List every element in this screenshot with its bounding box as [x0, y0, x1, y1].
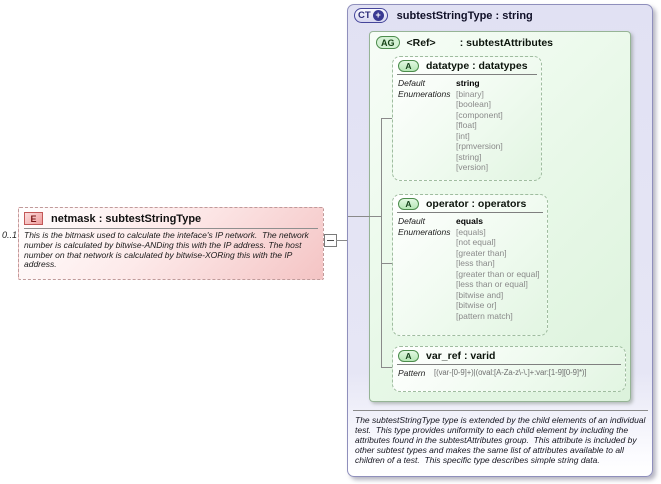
- attribute-box-datatype[interactable]: A datatype : datatypes Default string En…: [392, 56, 542, 181]
- property-row-enumerations: Enumerations [equals] [not equal] [great…: [398, 227, 542, 322]
- element-box-netmask[interactable]: E netmask : subtestStringType This is th…: [18, 207, 324, 280]
- enumeration-item: [bitwise or]: [456, 300, 497, 310]
- divider: [397, 212, 543, 213]
- enumeration-item: [boolean]: [456, 99, 491, 109]
- enumeration-item: [bitwise and]: [456, 289, 504, 300]
- attribute-properties: Pattern [(var-[0-9]+)|(oval:[A-Za-z\-\.]…: [393, 367, 625, 380]
- attribute-name: datatype : datatypes: [426, 60, 528, 72]
- enumeration-list: [binary] [boolean] [component] [float] […: [456, 89, 503, 173]
- property-row-default: Default string: [398, 78, 536, 89]
- element-title: netmask : subtestStringType: [51, 212, 202, 225]
- attribute-header: A datatype : datatypes: [393, 57, 541, 73]
- collapse-minus-icon: [327, 240, 334, 241]
- connector-line: [336, 240, 347, 241]
- complextype-box[interactable]: CT + subtestStringType : string AG <Ref>…: [347, 4, 653, 477]
- element-badge-icon: E: [24, 212, 43, 225]
- divider: [24, 228, 318, 229]
- enumeration-item: [greater than or equal]: [456, 268, 540, 279]
- connector-line: [381, 263, 392, 264]
- attribute-box-operator[interactable]: A operator : operators Default equals En…: [392, 194, 548, 336]
- attribute-header: A var_ref : varid: [393, 347, 625, 363]
- attribute-badge-icon: A: [398, 350, 419, 362]
- enumeration-item: [int]: [456, 130, 470, 141]
- default-value: string: [456, 78, 480, 88]
- property-row-default: Default equals: [398, 216, 542, 227]
- element-description: This is the bitmask used to calculate th…: [24, 230, 312, 270]
- divider: [397, 364, 621, 365]
- expand-plus-icon: +: [372, 10, 384, 21]
- property-row-pattern: Pattern [(var-[0-9]+)|(oval:[A-Za-z\-\.]…: [398, 368, 620, 379]
- property-label: Enumerations: [398, 88, 451, 99]
- attribute-group-title: : subtestAttributes: [459, 36, 554, 49]
- enumeration-item: [component]: [456, 109, 503, 120]
- enumeration-item: [not equal]: [456, 237, 496, 247]
- attribute-badge-icon: A: [398, 60, 419, 72]
- element-header: E netmask : subtestStringType: [24, 211, 318, 226]
- type-annotation: The subtestStringType type is extended b…: [355, 415, 648, 465]
- enumeration-item: [less than]: [456, 258, 495, 268]
- enumeration-item: [float]: [456, 120, 477, 130]
- divider: [397, 74, 537, 75]
- enumeration-item: [string]: [456, 151, 482, 162]
- attribute-properties: Default string Enumerations [binary] [bo…: [393, 77, 541, 174]
- connector-line: [381, 118, 392, 119]
- complextype-badge-label: CT: [358, 10, 371, 21]
- enumeration-list: [equals] [not equal] [greater than] [les…: [456, 227, 540, 322]
- divider: [353, 410, 648, 411]
- attribute-group-ref: <Ref>: [406, 36, 436, 49]
- connector-line: [348, 216, 381, 217]
- attribute-group-header: AG <Ref> : subtestAttributes: [376, 36, 553, 49]
- cardinality-label: 0..1: [2, 230, 18, 240]
- attribute-header: A operator : operators: [393, 195, 547, 211]
- property-row-enumerations: Enumerations [binary] [boolean] [compone…: [398, 89, 536, 173]
- property-label: Default: [398, 78, 425, 88]
- enumeration-item: [greater than]: [456, 247, 507, 258]
- enumeration-item: [pattern match]: [456, 310, 513, 321]
- property-label: Default: [398, 216, 425, 226]
- attribute-badge-icon: A: [398, 198, 419, 210]
- connector-line: [381, 118, 382, 368]
- attribute-box-var-ref[interactable]: A var_ref : varid Pattern [(var-[0-9]+)|…: [392, 346, 626, 392]
- attribute-name: operator : operators: [426, 198, 527, 210]
- enumeration-item: [less than or equal]: [456, 279, 528, 289]
- attribute-group-badge-icon: AG: [376, 36, 400, 49]
- enumeration-item: [equals]: [456, 226, 486, 237]
- property-label: Pattern: [398, 368, 426, 378]
- property-label: Enumerations: [398, 226, 451, 237]
- attribute-properties: Default equals Enumerations [equals] [no…: [393, 215, 547, 322]
- enumeration-item: [binary]: [456, 88, 484, 99]
- enumeration-item: [version]: [456, 162, 489, 172]
- pattern-value: [(var-[0-9]+)|(oval:[A-Za-z\-\.]+:var:[1…: [434, 368, 587, 377]
- default-value: equals: [456, 216, 483, 226]
- complextype-title: subtestStringType : string: [396, 9, 533, 22]
- enumeration-item: [rpmversion]: [456, 141, 503, 151]
- attribute-name: var_ref : varid: [426, 350, 496, 362]
- attribute-group-box[interactable]: AG <Ref> : subtestAttributes A datatype …: [369, 31, 631, 402]
- complextype-header: CT + subtestStringType : string: [354, 8, 533, 23]
- complextype-badge[interactable]: CT +: [354, 8, 388, 23]
- connector-line: [381, 367, 392, 368]
